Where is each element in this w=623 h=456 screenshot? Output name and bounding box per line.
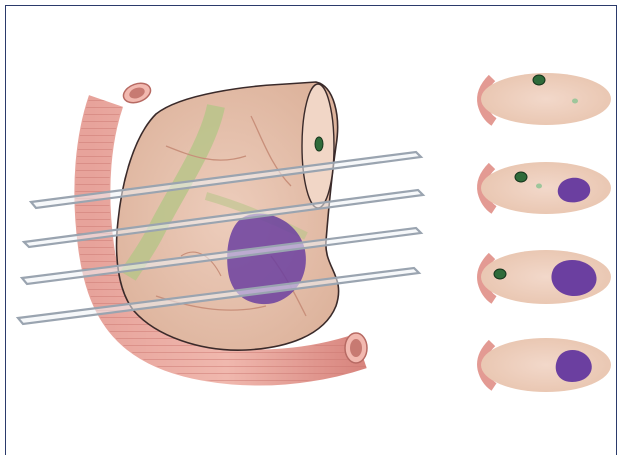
lesion-dark xyxy=(533,75,545,85)
figure-frame xyxy=(5,5,617,455)
lesion-light xyxy=(536,184,542,189)
lesion-dark xyxy=(515,172,527,182)
cross-section-3 xyxy=(481,250,611,304)
cross-sections xyxy=(481,73,611,392)
illustration xyxy=(6,6,618,456)
lesion-dark xyxy=(494,269,506,279)
cross-section-2 xyxy=(481,162,611,214)
cross-section-1 xyxy=(481,73,611,125)
surface-lesion xyxy=(315,137,323,151)
cross-section-4 xyxy=(481,338,611,392)
lesion-light xyxy=(572,99,578,104)
